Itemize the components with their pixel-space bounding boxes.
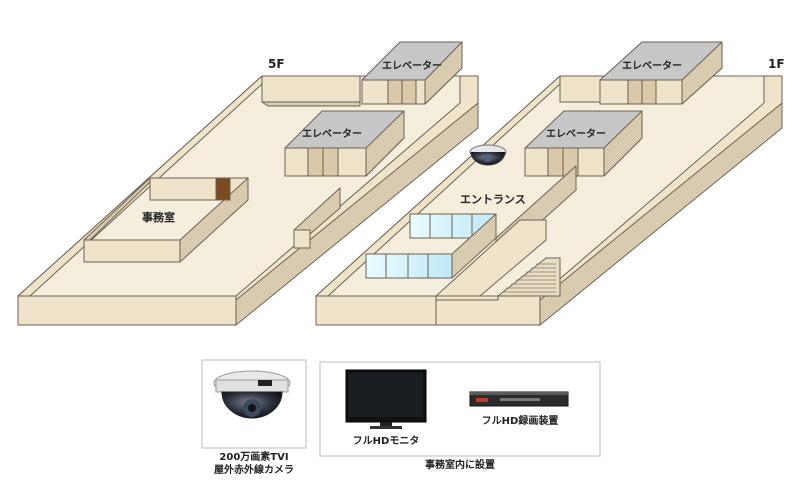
floor-1f-right-wall: [539, 75, 783, 301]
camera-caption: 200万画素TVI 屋外赤外線カメラ: [198, 452, 310, 477]
office-label: 事務室: [142, 211, 175, 224]
floor-label-5f: 5F: [268, 57, 285, 71]
elevator-label-1f-upper: エレベーター: [622, 61, 682, 72]
floor-5f-office-front-wall: [83, 239, 181, 263]
floor-5f-elevator-upper-side: [424, 41, 463, 105]
stair-steps: [502, 263, 556, 293]
monitor-icon: [345, 369, 427, 429]
entrance-label: エントランス: [460, 193, 526, 206]
camera-caption-line1: 200万画素TVI: [219, 452, 289, 463]
floor-5f-office-left-wall: [83, 177, 151, 241]
floor-5f-elevator-center-side: [365, 110, 405, 177]
stair-wall-front: [435, 295, 499, 301]
elevator-label-5f-center: エレベーター: [302, 129, 362, 140]
monitor-caption: フルHDモニタ: [352, 436, 420, 447]
floor-1f-front-face: [315, 295, 437, 326]
stairs: [497, 257, 561, 297]
elevator-label-1f-center: エレベーター: [546, 129, 606, 140]
recorder-icon: [469, 391, 569, 407]
stair-wall-side: [435, 219, 547, 297]
floor-5f-partition-front: [293, 229, 311, 249]
floor-1f-elevator-upper-side: [681, 41, 723, 105]
floor-1f-elevator-center-side: [603, 110, 643, 177]
camera-caption-line2: 屋外赤外線カメラ: [214, 464, 294, 476]
recorder-caption: フルHD録画装置: [481, 416, 559, 427]
floor-5f-back-wall: [261, 75, 361, 103]
floor-5f: [17, 41, 479, 326]
camera-icon: [213, 370, 291, 419]
dome-camera-marker[interactable]: [469, 144, 507, 166]
floor-5f-back-wall-inner: [261, 101, 361, 107]
entrance-glass-lower: [365, 253, 453, 279]
floor-label-1f: 1F: [768, 57, 785, 71]
office-install-caption: 事務室内に設置: [425, 460, 495, 471]
floor-5f-front-face: [17, 295, 237, 326]
office-door: [215, 177, 231, 201]
elevator-label-5f-upper: エレベーター: [382, 61, 442, 72]
floor-1f: [315, 41, 783, 326]
